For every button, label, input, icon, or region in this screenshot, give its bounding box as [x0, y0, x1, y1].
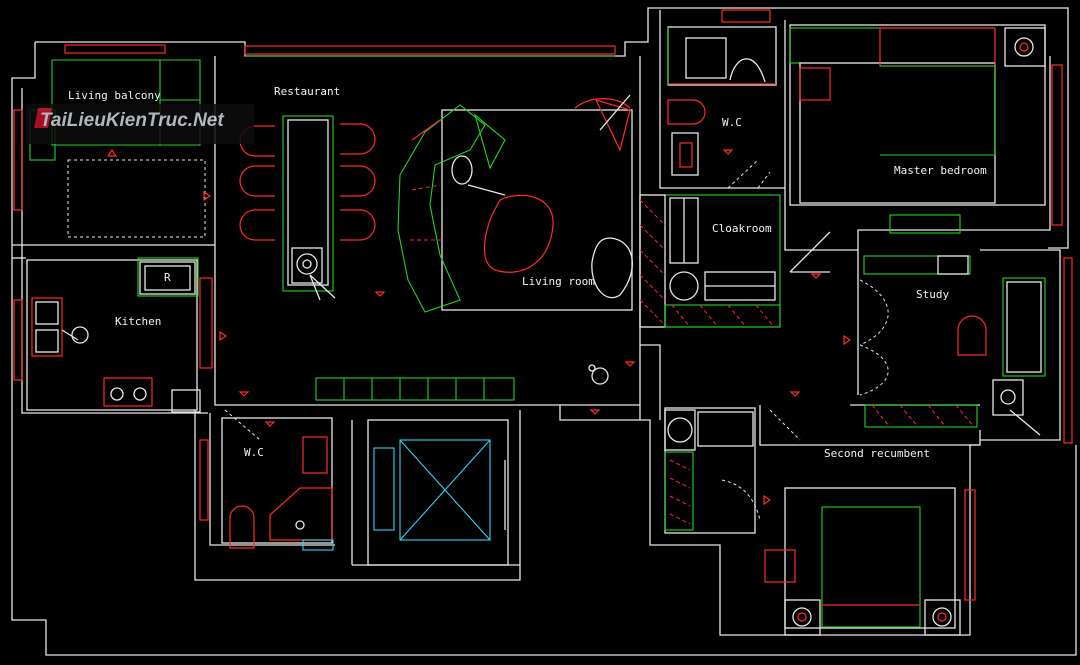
living-room-furniture: [315, 94, 633, 401]
windows: [13, 9, 1073, 601]
dining-table-set: [239, 115, 376, 301]
label-wc-upper: W.C: [722, 116, 742, 129]
elevator-shaft: [367, 419, 509, 566]
second-bedroom-furniture: [664, 407, 961, 636]
label-second-recumbent: Second recumbent: [824, 447, 930, 460]
label-master-bedroom: Master bedroom: [894, 164, 987, 177]
label-study: Study: [916, 288, 949, 301]
master-bedroom-furniture: [789, 24, 1046, 234]
wc-upper-fixtures: [667, 26, 777, 189]
watermark-logo: TaiLieuKienTruc.Net: [26, 104, 254, 144]
study-furniture: [859, 255, 1046, 436]
kitchen-fixtures: [26, 257, 201, 413]
label-living-balcony: Living balcony: [68, 89, 161, 102]
entrance-markers: [106, 148, 852, 506]
cloakroom-fixtures: [639, 194, 831, 328]
living-balcony-area: [29, 59, 206, 238]
label-fridge-mark: R: [164, 271, 171, 284]
label-cloakroom: Cloakroom: [712, 222, 772, 235]
room-labels: Living balcony Restaurant W.C Master bed…: [68, 85, 987, 460]
label-restaurant: Restaurant: [274, 85, 340, 98]
wc-lower-fixtures: [221, 409, 334, 551]
watermark-text: TaiLieuKienTruc.Net: [40, 110, 224, 131]
label-kitchen: Kitchen: [115, 315, 161, 328]
label-living-room: Living room: [522, 275, 595, 288]
label-wc-lower: W.C: [244, 446, 264, 459]
